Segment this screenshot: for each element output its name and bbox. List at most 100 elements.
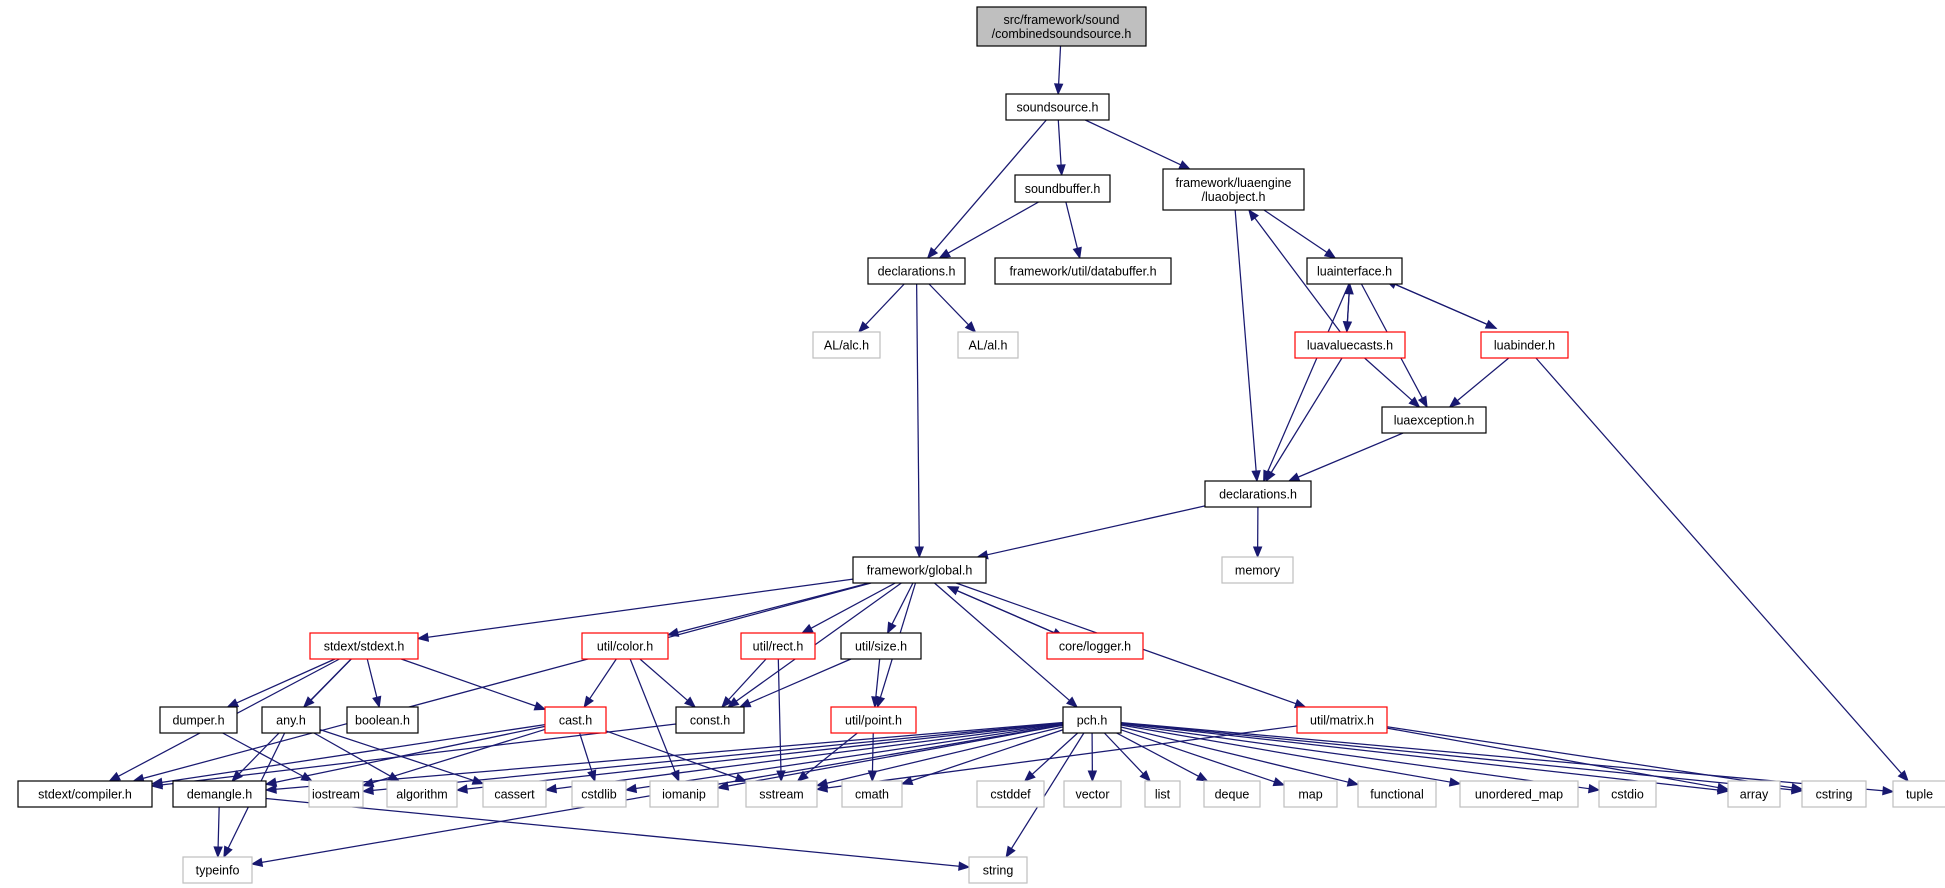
node-box (1296, 706, 1388, 734)
node-boolean[interactable]: boolean.h (346, 706, 419, 734)
node-logger[interactable]: core/logger.h (1046, 632, 1144, 660)
edge-declarations1-to-al (928, 283, 969, 326)
node-demangle[interactable]: demangle.h (172, 780, 267, 808)
node-iostream[interactable]: iostream (308, 780, 364, 808)
node-luavaluecasts[interactable]: luavaluecasts.h (1294, 331, 1406, 359)
arrowhead-pch-to-vector (1087, 770, 1098, 783)
node-label: iostream (312, 788, 360, 802)
edge-luavaluecasts-to-luainterface (1346, 293, 1350, 332)
node-box (1480, 331, 1569, 359)
node-luaobject[interactable]: framework/luaengine/luaobject.h (1162, 168, 1305, 211)
node-databuffer[interactable]: framework/util/databuffer.h (994, 257, 1172, 285)
edge-pch-to-cstddef (1031, 732, 1079, 775)
node-point[interactable]: util/point.h (830, 706, 917, 734)
arrowhead-luainterface-to-luaexception (1417, 395, 1428, 409)
arrowhead-declarations1-to-alc (857, 321, 870, 333)
arrowhead-luabinder-to-luaexception (1448, 396, 1461, 408)
arrowhead-global-to-stdext (416, 632, 430, 642)
node-array[interactable]: array (1727, 780, 1781, 808)
node-luabinder[interactable]: luabinder.h (1480, 331, 1569, 359)
node-box (957, 331, 1019, 359)
node-rect[interactable]: util/rect.h (740, 632, 816, 660)
node-label: pch.h (1077, 714, 1108, 728)
node-box (1063, 780, 1122, 808)
node-label: tuple (1906, 788, 1933, 802)
node-cstdlib[interactable]: cstdlib (571, 780, 627, 808)
node-cstring[interactable]: cstring (1801, 780, 1867, 808)
node-size[interactable]: util/size.h (840, 632, 922, 660)
node-sstream[interactable]: sstream (745, 780, 818, 808)
node-string[interactable]: string (968, 856, 1028, 884)
node-declarations2[interactable]: declarations.h (1204, 480, 1312, 508)
node-box (1203, 780, 1261, 808)
node-label: stdext/stdext.h (324, 640, 405, 654)
node-tuple[interactable]: tuple (1892, 780, 1945, 808)
node-unordered_map[interactable]: unordered_map (1459, 780, 1579, 808)
node-color[interactable]: util/color.h (581, 632, 669, 660)
node-box (1294, 331, 1406, 359)
edge-luaobject-to-declarations2 (1234, 209, 1257, 472)
node-declarations1[interactable]: declarations.h (867, 257, 966, 285)
node-cast[interactable]: cast.h (544, 706, 607, 734)
edge-rect-to-const (728, 658, 767, 701)
node-soundbuffer[interactable]: soundbuffer.h (1014, 174, 1111, 203)
node-box (675, 706, 745, 734)
node-label: const.h (690, 714, 730, 728)
arrowhead-soundsource-to-luaobject (1178, 160, 1191, 170)
node-dumper[interactable]: dumper.h (159, 706, 238, 734)
node-alc[interactable]: AL/alc.h (812, 331, 881, 359)
node-cstddef[interactable]: cstddef (976, 780, 1045, 808)
edge-pch-to-unordered_map (1120, 724, 1451, 783)
edge-color-to-cast (589, 658, 617, 700)
node-label: sstream (759, 788, 803, 802)
node-luainterface[interactable]: luainterface.h (1306, 257, 1403, 285)
node-box (968, 856, 1028, 884)
node-box (740, 632, 816, 660)
arrowhead-rect-to-const (721, 696, 733, 708)
node-cmath[interactable]: cmath (841, 780, 903, 808)
node-compiler[interactable]: stdext/compiler.h (17, 780, 153, 808)
node-box (867, 257, 966, 285)
node-const[interactable]: const.h (675, 706, 745, 734)
node-root[interactable]: src/framework/sound/combinedsoundsource.… (976, 6, 1147, 47)
node-luaexception[interactable]: luaexception.h (1381, 406, 1487, 434)
node-pch[interactable]: pch.h (1062, 706, 1122, 734)
node-label: framework/util/databuffer.h (1009, 265, 1156, 279)
node-any[interactable]: any.h (261, 706, 321, 734)
edge-global-to-const (735, 582, 902, 702)
edge-dumper-to-iostream (222, 732, 304, 777)
node-al[interactable]: AL/al.h (957, 331, 1019, 359)
node-algorithm[interactable]: algorithm (386, 780, 458, 808)
edge-luabinder-to-tuple (1535, 357, 1902, 774)
arrowhead-stdext-to-dumper (226, 698, 240, 708)
edge-pch-to-deque (1116, 732, 1199, 777)
node-stdext[interactable]: stdext/stdext.h (309, 632, 419, 660)
arrowhead-cast-to-demangle (264, 777, 278, 787)
node-deque[interactable]: deque (1203, 780, 1261, 808)
edge-declarations1-to-alc (865, 283, 905, 326)
edge-luabinder-to-luaexception (1456, 357, 1510, 402)
node-list[interactable]: list (1144, 780, 1181, 808)
node-label: luaexception.h (1394, 414, 1475, 428)
node-iomanip[interactable]: iomanip (649, 780, 719, 808)
node-matrix[interactable]: util/matrix.h (1296, 706, 1388, 734)
arrowhead-color-to-iomanip (670, 769, 680, 783)
node-cassert[interactable]: cassert (482, 780, 547, 808)
node-memory[interactable]: memory (1221, 556, 1294, 584)
node-vector[interactable]: vector (1063, 780, 1122, 808)
edge-pch-to-cmath (911, 729, 1064, 782)
node-functional[interactable]: functional (1357, 780, 1437, 808)
node-global[interactable]: framework/global.h (852, 556, 987, 584)
node-typeinfo[interactable]: typeinfo (182, 856, 253, 884)
edge-stdext-to-boolean (366, 658, 378, 698)
node-label: src/framework/sound/combinedsoundsource.… (992, 13, 1132, 41)
edge-matrix-to-cstring (1386, 726, 1793, 789)
node-label: stdext/compiler.h (38, 788, 132, 802)
arrowhead-matrix-to-cstring (1790, 782, 1804, 793)
arrowhead-luaexception-to-declarations2 (1287, 472, 1301, 482)
node-cstdio[interactable]: cstdio (1598, 780, 1657, 808)
node-label: declarations.h (878, 265, 956, 279)
node-box (1005, 93, 1110, 121)
node-soundsource[interactable]: soundsource.h (1005, 93, 1110, 121)
node-map[interactable]: map (1283, 780, 1338, 808)
